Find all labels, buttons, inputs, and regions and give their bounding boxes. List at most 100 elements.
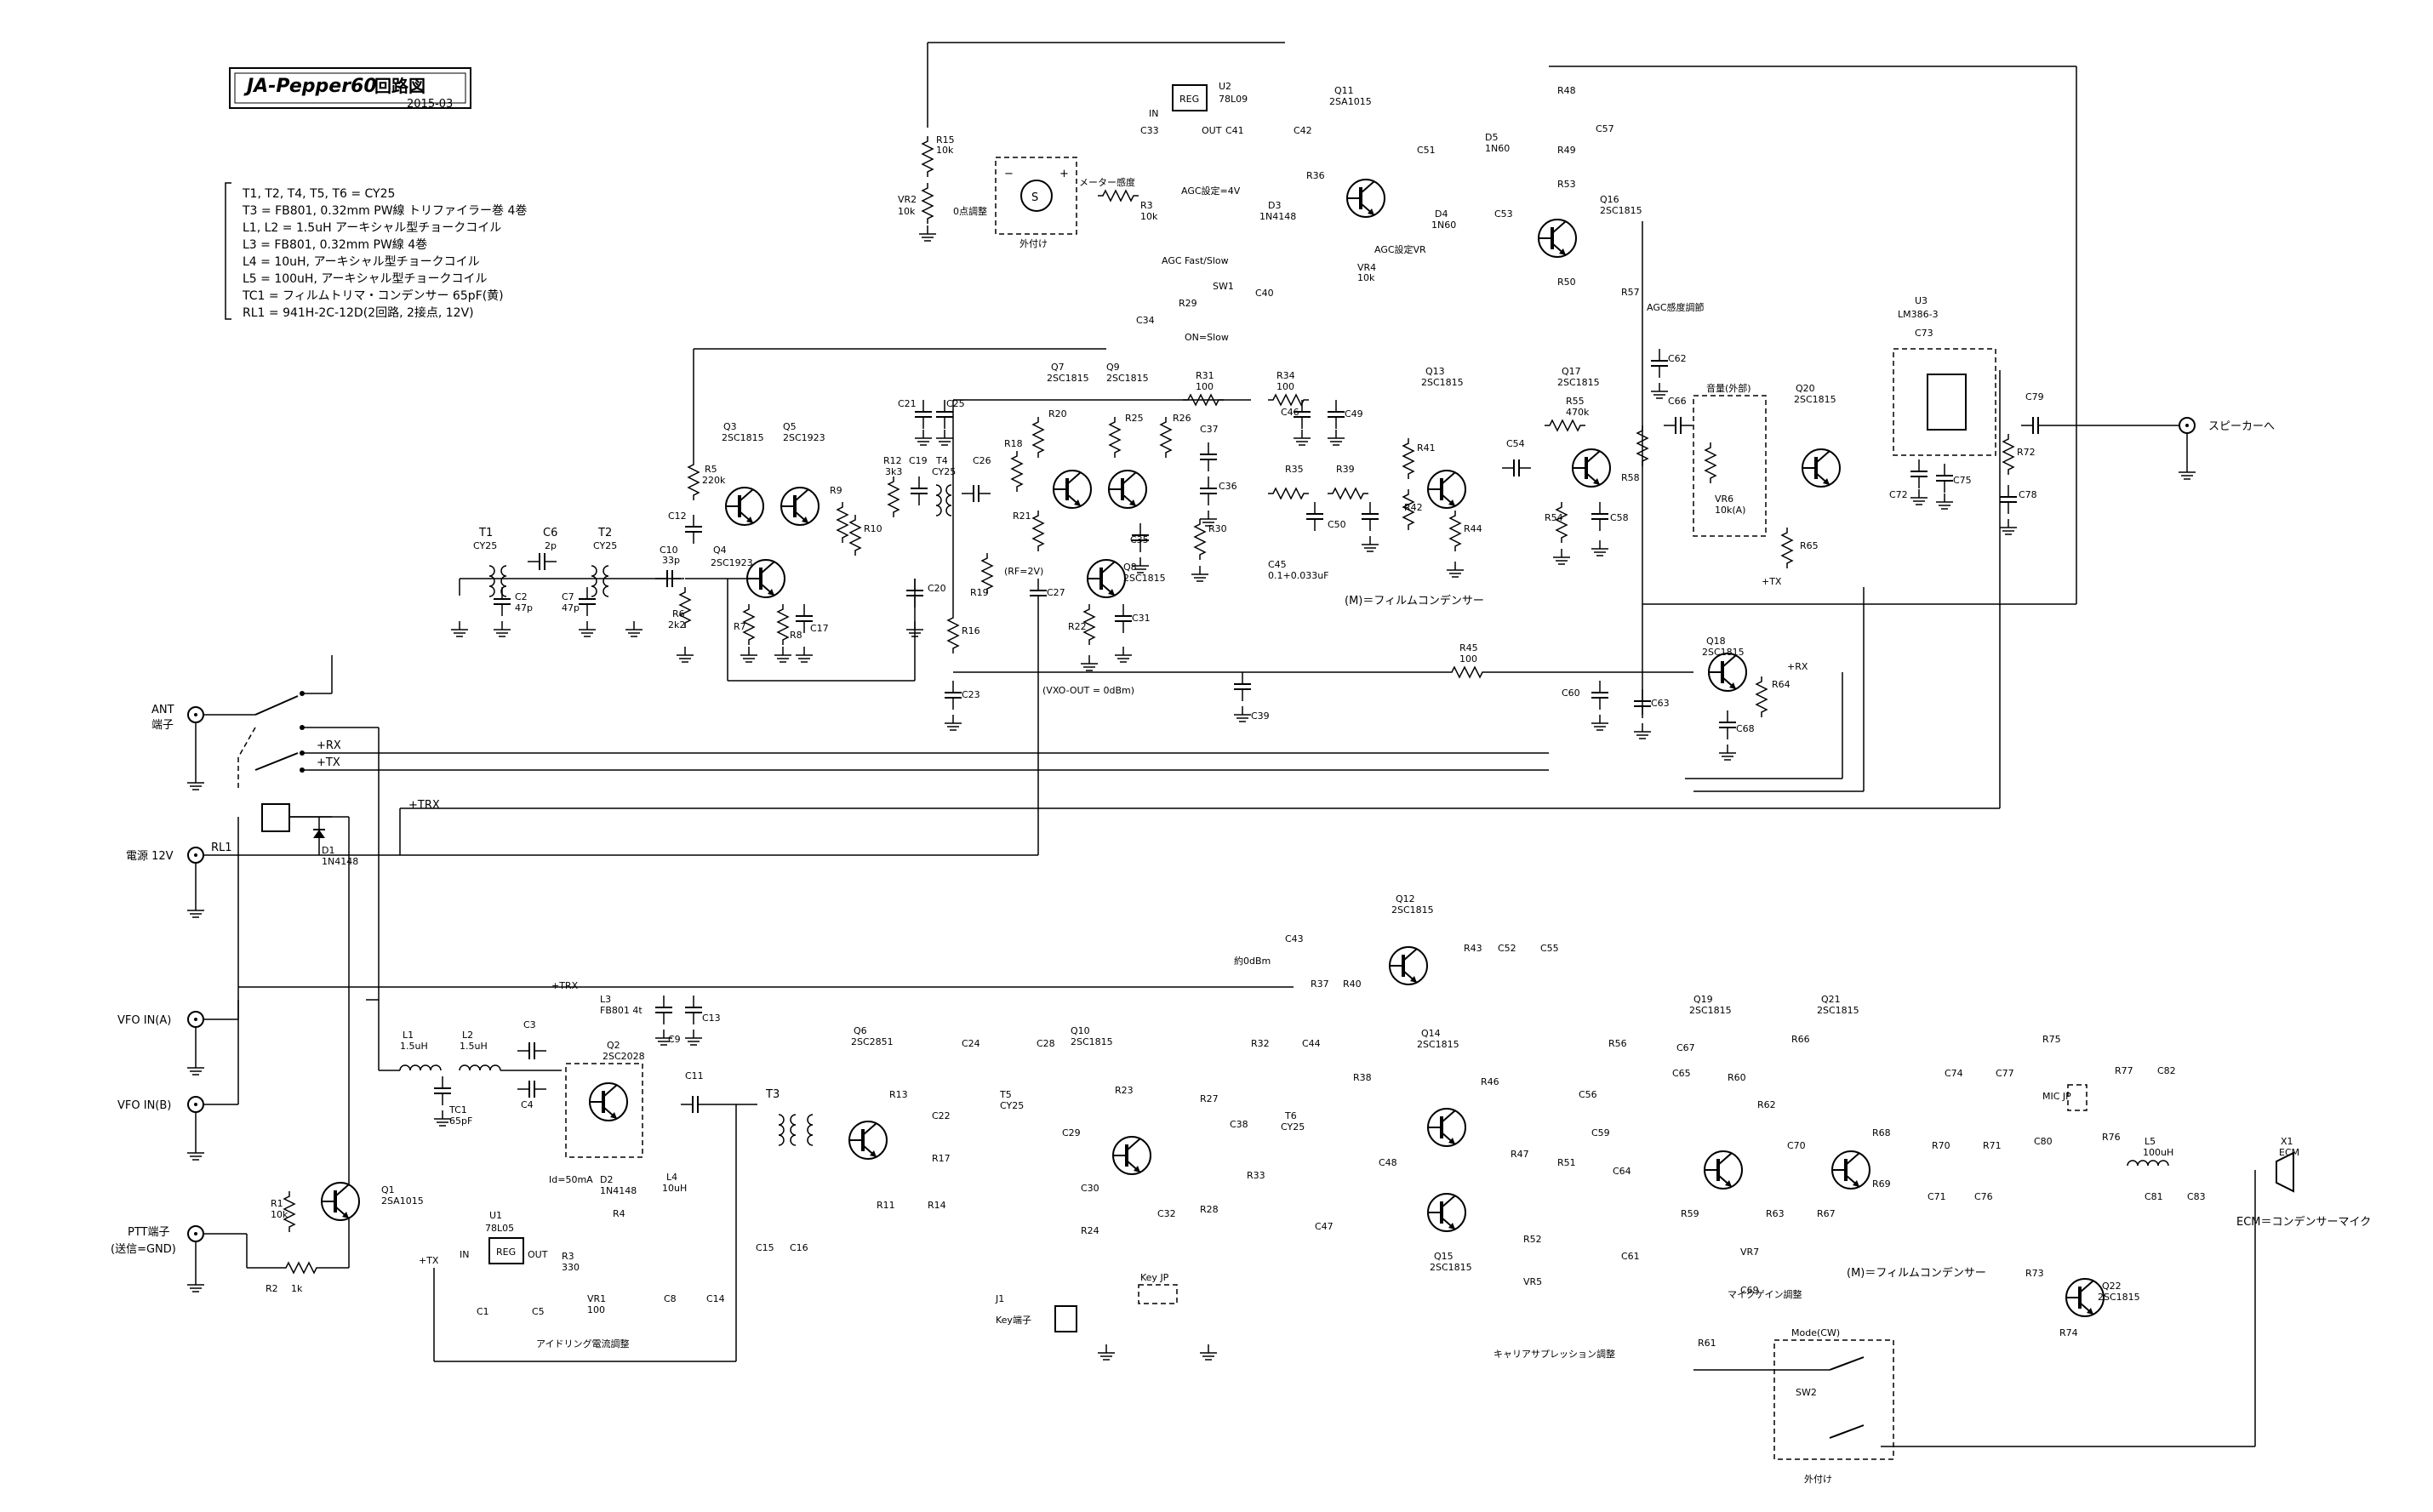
q10-value: 2SC1815 bbox=[1071, 1036, 1113, 1047]
r65-label: R65 bbox=[1800, 540, 1819, 551]
c83-label: C83 bbox=[2187, 1191, 2206, 1202]
r31-value: 100 bbox=[1196, 381, 1214, 392]
c63-label: C63 bbox=[1651, 698, 1670, 709]
c29-label: C29 bbox=[1062, 1127, 1081, 1138]
l5-label: L5 bbox=[2145, 1136, 2156, 1147]
r28-label: R28 bbox=[1200, 1204, 1219, 1215]
r57-label: R57 bbox=[1621, 287, 1640, 298]
interconnect-wires: +TRX bbox=[237, 66, 2077, 1104]
tx-vfo-filter: +TRX L1 1.5uH L2 1.5uH TC1 65pF C3 C4 bbox=[378, 980, 579, 1127]
q1-value: 2SA1015 bbox=[381, 1195, 424, 1207]
vr6-label: VR6 bbox=[1715, 494, 1733, 505]
c44-label: C44 bbox=[1302, 1038, 1321, 1049]
u2-part: 78L09 bbox=[1219, 94, 1248, 105]
q15-label: Q15 bbox=[1434, 1251, 1454, 1262]
vfo-a-connector: VFO IN(A) bbox=[117, 1011, 238, 1076]
q16-label: Q16 bbox=[1600, 194, 1619, 205]
r10-label: R10 bbox=[864, 523, 882, 534]
c11-label: C11 bbox=[685, 1070, 704, 1081]
meter-minus: − bbox=[1004, 168, 1014, 180]
sw1-label: SW1 bbox=[1213, 281, 1234, 292]
c13-label: C13 bbox=[702, 1013, 721, 1024]
external-mode-label: 外付け bbox=[1804, 1474, 1832, 1485]
r68-label: R68 bbox=[1872, 1127, 1891, 1138]
r5-value: 220k bbox=[702, 475, 726, 486]
note-line: RL1 = 941H-2C-12D(2回路, 2接点, 12V) bbox=[243, 305, 474, 320]
d1-value: 1N4148 bbox=[322, 856, 358, 867]
j1-label: J1 bbox=[995, 1293, 1004, 1304]
u1-reg-label: REG bbox=[496, 1247, 516, 1258]
c23-label: C23 bbox=[962, 689, 980, 700]
c17-label: C17 bbox=[810, 623, 829, 634]
tx-q2-buffer: Q2 2SC2028 L3 FB801 4t C9 C13 Id=50mA D2… bbox=[549, 994, 757, 1219]
q13-value: 2SC1815 bbox=[1421, 377, 1464, 388]
q21-label: Q21 bbox=[1821, 994, 1841, 1005]
power-label: 電源 12V bbox=[126, 850, 174, 863]
tx-balanced-mod: T3 C15 C16 Q6 2SC2851 R13 R11 R14 C22 R1… bbox=[756, 893, 1559, 1273]
q4-label: Q4 bbox=[713, 545, 727, 556]
r12-label: R12 bbox=[883, 455, 902, 466]
c79-label: C79 bbox=[2025, 391, 2044, 402]
r77-label: R77 bbox=[2115, 1065, 2133, 1076]
zero-adj-label: 0点調整 bbox=[953, 205, 987, 217]
r45-label: R45 bbox=[1459, 642, 1478, 653]
rx-audio-filter: R31 100 R34 100 C46 C49 C37 C36 R30 R35 … bbox=[1182, 366, 1484, 608]
idling-adj-label: アイドリング電流調整 bbox=[536, 1338, 629, 1349]
ant-connector: ANT 端子 bbox=[151, 704, 255, 790]
r37-label: R37 bbox=[1311, 979, 1329, 990]
rl1-label: RL1 bbox=[211, 842, 232, 854]
q3-label: Q3 bbox=[723, 421, 737, 432]
meter-sens-label: メーター感度 bbox=[1079, 176, 1135, 188]
l3-label: L3 bbox=[600, 994, 611, 1005]
agc-fast-slow-label: AGC Fast/Slow bbox=[1162, 255, 1229, 266]
c12-label: C12 bbox=[668, 511, 687, 522]
tx-carrier-supp: R46 R47 R51 R52 VR5 キャリアサプレッション調整 C61 R5… bbox=[1481, 1038, 1746, 1360]
rx-if-amp: C21 C25 R20 R18 Q7 2SC1815 Q9 2SC1815 R2… bbox=[898, 362, 1191, 855]
ptt-connector: PTT端子 (送信=GND) bbox=[111, 1225, 247, 1292]
r3-label: R3 bbox=[1140, 200, 1153, 211]
r8-label: R8 bbox=[790, 630, 802, 641]
title-subtitle: 回路図 bbox=[374, 76, 425, 96]
mic-jp-label: MIC JP bbox=[2042, 1091, 2071, 1102]
c73-label: C73 bbox=[1915, 328, 1933, 339]
r21-label: R21 bbox=[1013, 511, 1031, 522]
c24-label: C24 bbox=[962, 1038, 980, 1049]
q8-value: 2SC1815 bbox=[1123, 573, 1166, 584]
c57-label: C57 bbox=[1596, 123, 1614, 134]
r32-label: R32 bbox=[1251, 1038, 1270, 1049]
r55-value: 470k bbox=[1566, 407, 1590, 418]
r36-label: R36 bbox=[1306, 170, 1325, 181]
d5-label: D5 bbox=[1485, 132, 1498, 143]
r55-label: R55 bbox=[1566, 396, 1585, 407]
q14-label: Q14 bbox=[1421, 1028, 1441, 1039]
q5-value: 2SC1923 bbox=[783, 432, 825, 443]
l1-label: L1 bbox=[403, 1030, 414, 1041]
u1-in: IN bbox=[460, 1249, 469, 1260]
r75-label: R75 bbox=[2042, 1034, 2061, 1045]
c51-label: C51 bbox=[1417, 145, 1436, 156]
u1-part: 78L05 bbox=[485, 1223, 514, 1234]
rail-rx-q18: +RX bbox=[1787, 661, 1808, 672]
r42-label: R42 bbox=[1404, 502, 1423, 513]
c7-label: C7 bbox=[562, 591, 574, 602]
c59-label: C59 bbox=[1591, 1127, 1610, 1138]
q9-value: 2SC1815 bbox=[1106, 373, 1149, 384]
c56-label: C56 bbox=[1579, 1089, 1597, 1100]
ptt-q1: Q1 2SA1015 R1 10k R2 1k bbox=[246, 816, 424, 1294]
ptt-label-2: (送信=GND) bbox=[111, 1243, 176, 1256]
vr5-label: VR5 bbox=[1523, 1276, 1542, 1287]
r60-label: R60 bbox=[1728, 1072, 1746, 1083]
key-jp-label: Key JP bbox=[1140, 1272, 1169, 1283]
parts-notes: T1, T2, T4, T5, T6 = CY25 T3 = FB801, 0.… bbox=[225, 182, 527, 320]
c7-value: 47p bbox=[562, 602, 580, 613]
note-line: L3 = FB801, 0.32mm PW線 4巻 bbox=[243, 238, 427, 252]
c38-label: C38 bbox=[1230, 1119, 1248, 1130]
u3-part: LM386-3 bbox=[1898, 309, 1939, 320]
r30-label: R30 bbox=[1208, 523, 1227, 534]
c30-label: C30 bbox=[1081, 1183, 1099, 1194]
r27-label: R27 bbox=[1200, 1093, 1219, 1104]
r20-label: R20 bbox=[1048, 408, 1067, 419]
c48-label: C48 bbox=[1379, 1157, 1397, 1168]
r26-label: R26 bbox=[1173, 413, 1191, 424]
q15-value: 2SC1815 bbox=[1430, 1262, 1472, 1273]
